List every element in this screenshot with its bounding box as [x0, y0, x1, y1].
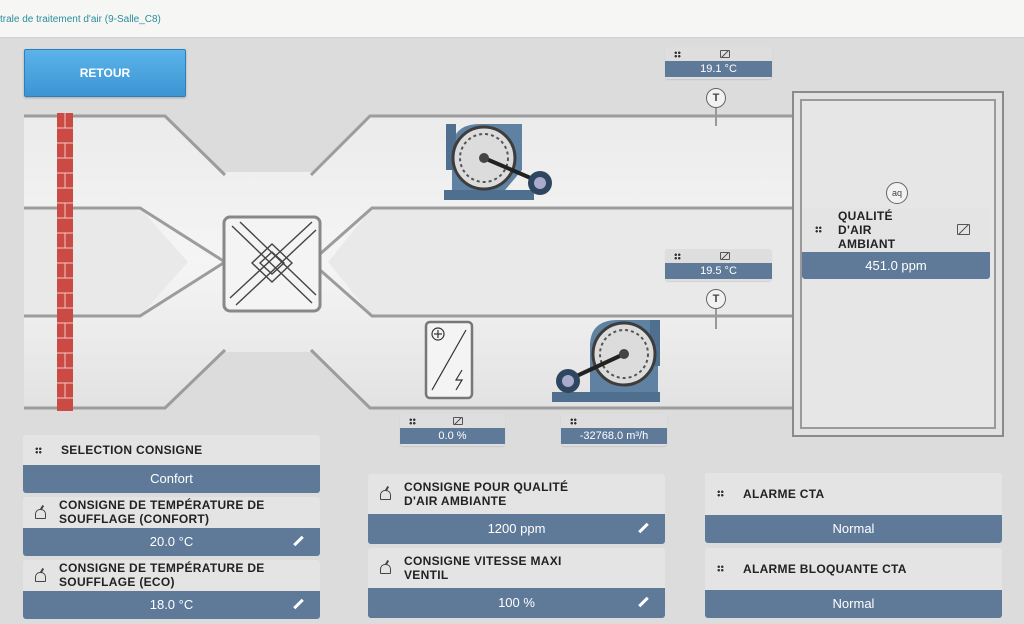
consigne-vitesse-label: CONSIGNE VITESSE MAXI VENTIL	[404, 554, 562, 582]
consigne-qualite-text: 1200 ppm	[487, 521, 546, 536]
consigne-vitesse-panel: CONSIGNE VITESSE MAXI VENTIL 100 %	[368, 548, 665, 618]
alarme-bloquante-label: ALARME BLOQUANTE CTA	[743, 562, 907, 576]
chart-icon[interactable]	[720, 50, 730, 58]
selection-consigne-panel[interactable]: SELECTION CONSIGNE Confort	[23, 435, 320, 493]
grid-dots-icon	[409, 418, 416, 425]
bell-icon	[34, 507, 46, 519]
temperature-probe-icon: T	[706, 88, 726, 108]
selection-consigne-value[interactable]: Confort	[23, 465, 320, 493]
chart-icon[interactable]	[957, 224, 970, 235]
retour-button[interactable]: RETOUR	[24, 49, 186, 97]
airflow-value: -32768.0 m³/h	[561, 428, 667, 444]
extract-fan-icon	[552, 320, 660, 402]
grid-dots-icon	[674, 253, 681, 260]
grid-dots-icon	[35, 447, 42, 454]
pencil-icon[interactable]	[637, 597, 649, 609]
air-quality-value: 451.0 ppm	[802, 252, 990, 279]
selection-consigne-label: SELECTION CONSIGNE	[61, 443, 203, 457]
duct-gap-right	[328, 208, 792, 316]
alarme-bloquante-value: Normal	[705, 590, 1002, 618]
extract-temp-value: 19.5 °C	[665, 263, 772, 279]
air-quality-probe-icon: aq	[886, 182, 908, 204]
consigne-qualite-value[interactable]: 1200 ppm	[368, 514, 665, 544]
temperature-probe-icon: T	[706, 289, 726, 309]
probe-stem	[715, 108, 717, 126]
top-bar: trale de traitement d'air (9-Salle_C8)	[0, 0, 1024, 38]
airflow-sensor: -32768.0 m³/h	[561, 414, 667, 446]
breadcrumb: trale de traitement d'air (9-Salle_C8)	[0, 14, 161, 25]
heater-battery-icon	[424, 320, 474, 400]
consigne-qualite-panel: CONSIGNE POUR QUALITÉ D'AIR AMBIANTE 120…	[368, 474, 665, 544]
air-quality-label: QUALITÉ D'AIR AMBIANT	[838, 209, 896, 251]
pencil-icon[interactable]	[637, 523, 649, 535]
consigne-eco-label: CONSIGNE DE TEMPÉRATURE DE SOUFFLAGE (EC…	[59, 561, 265, 589]
consigne-confort-value[interactable]: 20.0 °C	[23, 528, 320, 556]
alarme-cta-panel: ALARME CTA Normal	[705, 473, 1002, 543]
pencil-icon[interactable]	[292, 599, 304, 611]
pencil-icon[interactable]	[292, 536, 304, 548]
grid-dots-icon	[815, 226, 822, 233]
alarme-cta-label: ALARME CTA	[743, 487, 825, 501]
consigne-confort-panel: CONSIGNE DE TEMPÉRATURE DE SOUFFLAGE (CO…	[23, 497, 320, 556]
bell-icon	[379, 488, 391, 500]
alarme-cta-value: Normal	[705, 515, 1002, 543]
consigne-qualite-label: CONSIGNE POUR QUALITÉ D'AIR AMBIANTE	[404, 480, 569, 508]
grid-dots-icon	[717, 565, 724, 572]
supply-temp-value: 19.1 °C	[665, 61, 772, 77]
grid-dots-icon	[674, 51, 681, 58]
filter-icon	[57, 113, 73, 411]
heat-exchanger-icon	[222, 215, 322, 313]
chart-icon[interactable]	[720, 252, 730, 260]
grid-dots-icon	[570, 418, 577, 425]
supply-fan-icon	[444, 124, 552, 200]
consigne-confort-label: CONSIGNE DE TEMPÉRATURE DE SOUFFLAGE (CO…	[59, 498, 265, 526]
bell-icon	[379, 562, 391, 574]
consigne-eco-value[interactable]: 18.0 °C	[23, 591, 320, 619]
consigne-eco-panel: CONSIGNE DE TEMPÉRATURE DE SOUFFLAGE (EC…	[23, 560, 320, 619]
extract-temp-sensor: 19.5 °C	[665, 249, 772, 281]
consigne-vitesse-value[interactable]: 100 %	[368, 588, 665, 618]
bell-icon	[34, 570, 46, 582]
grid-dots-icon	[717, 490, 724, 497]
consigne-vitesse-text: 100 %	[498, 595, 535, 610]
heater-output-value: 0.0 %	[400, 428, 505, 444]
supply-temp-sensor: 19.1 °C	[665, 47, 772, 79]
heater-output-sensor: 0.0 %	[400, 414, 505, 446]
probe-stem	[715, 309, 717, 329]
air-quality-panel: QUALITÉ D'AIR AMBIANT 451.0 ppm	[802, 208, 990, 279]
chart-icon[interactable]	[453, 417, 463, 425]
consigne-eco-text: 18.0 °C	[149, 597, 194, 612]
consigne-confort-text: 20.0 °C	[149, 534, 194, 549]
alarme-bloquante-panel: ALARME BLOQUANTE CTA Normal	[705, 548, 1002, 618]
